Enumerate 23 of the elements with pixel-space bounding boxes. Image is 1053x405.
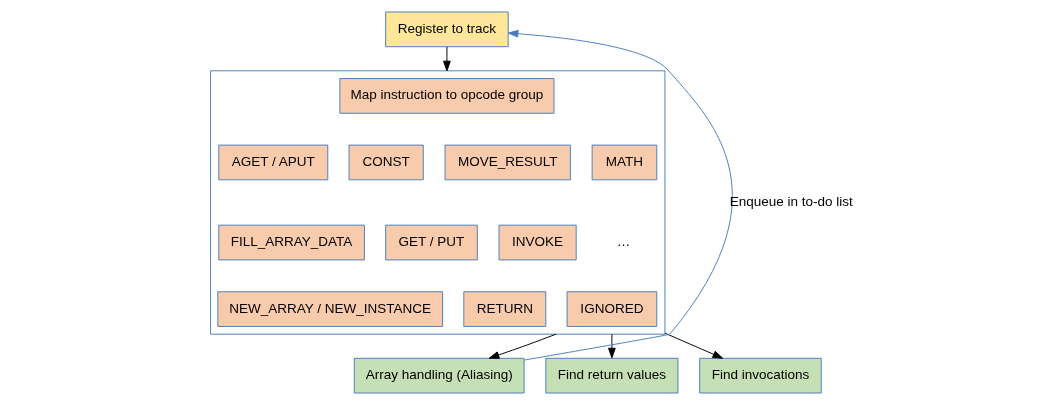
node-box: RETURN [462, 291, 546, 327]
node-box: IGNORED [566, 291, 657, 327]
label: … [616, 234, 630, 250]
node-box: Register to track [384, 11, 509, 48]
node-box: MATH [591, 144, 657, 181]
arrow [507, 29, 733, 361]
node-box: Map instruction to opcode group [338, 78, 554, 114]
arrow [663, 332, 723, 359]
edge-label: Enqueue in to-do list [729, 194, 853, 210]
arrow [488, 333, 556, 359]
node-box: FILL_ARRAY_DATA [217, 224, 365, 261]
node-box: GET / PUT [384, 224, 478, 261]
node-box: CONST [348, 144, 424, 181]
cluster [209, 70, 665, 335]
arrow [607, 333, 616, 359]
arrow [442, 46, 451, 72]
node-box: INVOKE [498, 224, 577, 261]
node-box: Find return values [544, 357, 678, 394]
node-box: Array handling (Aliasing) [353, 357, 525, 394]
node-box: AGET / APUT [217, 144, 328, 181]
node-box: MOVE_RESULT [444, 144, 571, 181]
node-box: Find invocations [698, 357, 822, 394]
node-box: NEW_ARRAY / NEW_INSTANCE [216, 291, 443, 327]
